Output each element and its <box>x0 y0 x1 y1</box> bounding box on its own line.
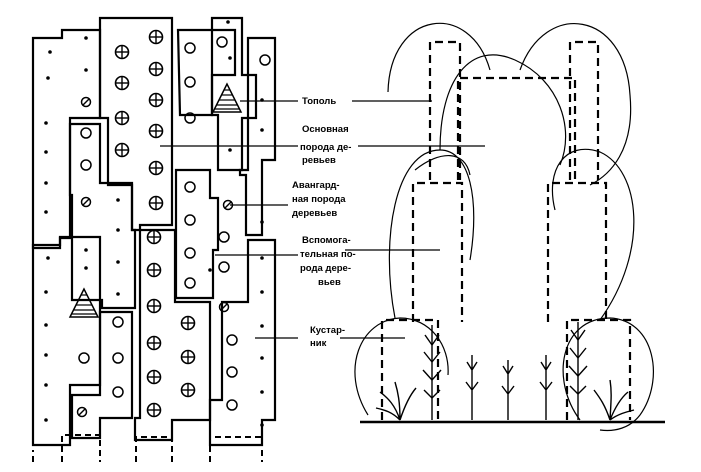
label-avant-1: Авангард- <box>292 180 340 191</box>
strip-shrub-4 <box>238 36 277 237</box>
label-aux-2: тельная по- <box>300 249 356 260</box>
poplar-icon-lower <box>69 288 99 318</box>
label-poplar: Тополь <box>302 96 336 107</box>
auxiliary-species-symbols <box>78 36 271 411</box>
strip-aux-5 <box>208 238 277 447</box>
label-main-3: ревьев <box>302 155 336 166</box>
strip-aux-1 <box>68 122 137 310</box>
label-avant-2: ная порода <box>292 194 346 205</box>
strip-aux-2 <box>70 310 134 440</box>
label-main-1: Основная <box>302 124 349 135</box>
young-trees <box>375 322 635 421</box>
strip-main-1 <box>98 16 174 232</box>
crown-outlines <box>354 22 654 432</box>
strip-shrub-1 <box>31 28 102 250</box>
shrub-symbols <box>44 20 264 427</box>
strip-shrub-2 <box>31 235 102 447</box>
label-aux-4: вьев <box>318 277 341 288</box>
leader-lines-left <box>160 100 298 339</box>
label-avant-3: деревьев <box>292 208 337 219</box>
strip-shrub-3 <box>210 16 258 172</box>
labels: Тополь Основная порода де- ревьев Аванга… <box>292 96 356 349</box>
height-frames <box>380 40 632 420</box>
poplar-icon-upper <box>212 83 242 113</box>
label-main-2: порода де- <box>300 142 351 153</box>
main-species-symbols <box>114 29 196 418</box>
strip-aux-4 <box>174 168 220 300</box>
label-shrub-1: Кустар- <box>310 325 345 336</box>
label-aux-1: Вспомога- <box>302 235 351 246</box>
label-shrub-2: ник <box>310 338 327 349</box>
label-aux-3: рода дере- <box>300 263 351 274</box>
plan-continuation <box>32 434 263 462</box>
planting-plan <box>31 16 277 447</box>
strip-main-2 <box>133 228 212 442</box>
vertical-profile <box>340 22 665 432</box>
